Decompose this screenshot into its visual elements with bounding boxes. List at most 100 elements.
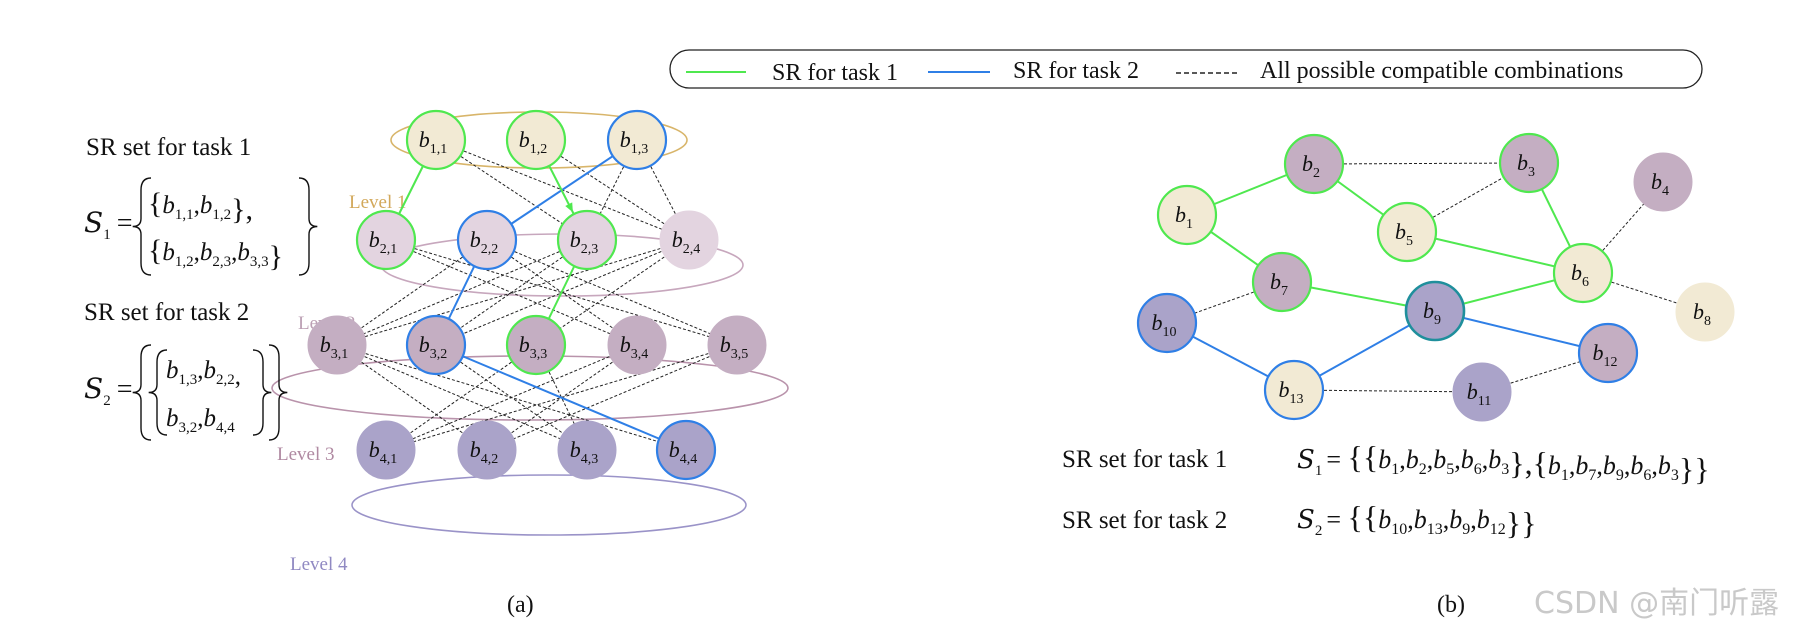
- a-s1-set-0-close: },: [231, 193, 253, 226]
- arrowhead-b12-b23: [565, 202, 573, 213]
- node-b-b1-label: b1: [1175, 202, 1193, 232]
- a-s1-set-1-close: }: [269, 240, 283, 273]
- node-b-b5-base: b: [1395, 219, 1406, 244]
- node-a-b22: b2,2: [456, 209, 518, 271]
- a-s1-set-1: {b1,2,b2,3,b3,3}: [148, 234, 283, 273]
- b-s2-set-0-elemsub-3: 12: [1490, 521, 1506, 538]
- a-s2-row-1-elemsub-0: 3,2: [179, 420, 198, 436]
- node-a-b32-base: b: [419, 332, 430, 357]
- node-a-b11-base: b: [419, 127, 430, 152]
- panel-b-sr2-title: SR set for task 2: [1062, 507, 1227, 534]
- node-a-b35-base: b: [720, 332, 731, 357]
- level-3-label: Level 3: [277, 444, 335, 465]
- legend-compat-label: All possible compatible combinations: [1260, 58, 1623, 84]
- node-b-b7-label: b7: [1270, 269, 1288, 299]
- b-s1-set-0-sep-1: ,: [1427, 445, 1434, 474]
- b-s1-set-1-elemsub-0: 1: [1561, 467, 1569, 484]
- node-a-b24-label: b2,4: [672, 227, 701, 257]
- node-a-b24: b2,4: [659, 210, 719, 270]
- b-s1-set-1-sep-0: ,: [1569, 451, 1576, 480]
- node-b-b4-sub: 4: [1662, 184, 1669, 199]
- b-s1-set-0-elem-1: b: [1406, 445, 1419, 474]
- node-a-b42-circle: [457, 420, 517, 480]
- node-b-b7-circle: [1251, 251, 1313, 313]
- node-a-b33: b3,3: [505, 314, 567, 376]
- node-a-b11-sub: 1,1: [430, 142, 448, 157]
- a-s1-set-1-elem-1: b: [200, 239, 213, 266]
- a-s1-set-0-elem-1: b: [200, 192, 213, 219]
- node-b-b4-label: b4: [1651, 169, 1669, 199]
- node-a-b24-circle: [659, 210, 719, 270]
- node-b-b3: b3: [1498, 132, 1560, 194]
- node-a-b32-sub: 3,2: [430, 347, 448, 362]
- node-a-b21-sub: 2,1: [380, 242, 398, 257]
- node-b-b2-sub: 2: [1313, 166, 1320, 181]
- panel-b-sr1-title: SR set for task 1: [1062, 446, 1227, 473]
- b-s1-set-1-sep-2: ,: [1624, 451, 1631, 480]
- panel-a-sr1-title: SR set for task 1: [86, 134, 251, 161]
- node-a-b34: b3,4: [607, 315, 667, 375]
- b-s1-set-0-elem-4: b: [1488, 445, 1501, 474]
- a-s2-row-0-trail: ,: [235, 363, 241, 390]
- node-b-b7-sub: 7: [1281, 284, 1288, 299]
- edge-compat-b31-b43: [336, 344, 588, 451]
- node-b-b12: b12: [1577, 322, 1639, 384]
- node-a-b21-base: b: [369, 227, 380, 252]
- node-a-b34-sub: 3,4: [631, 347, 649, 362]
- b-s1-set-1-close: }: [1679, 451, 1694, 487]
- a-s2-row-0-elemsub-0: 1,3: [179, 372, 198, 388]
- node-b-b10-label: b10: [1152, 310, 1177, 340]
- a-s2-outer-close-brace: [268, 344, 288, 441]
- panel-a-s2-equation: S2=b1,3,b2,2,b3,2,b4,4: [84, 344, 288, 441]
- b-s2-equals: =: [1326, 505, 1347, 534]
- a-s2-row-1-elem-1: b: [204, 405, 217, 432]
- node-a-b31-label: b3,1: [320, 332, 349, 362]
- node-a-b31-sub: 3,1: [331, 347, 349, 362]
- a-s2-symbol: S2=: [84, 372, 132, 409]
- edge-compat-b2-b3: [1313, 162, 1530, 165]
- node-a-b44-circle: [655, 419, 717, 481]
- node-b-b2-label: b2: [1302, 151, 1320, 181]
- node-b-b4: b4: [1633, 152, 1693, 212]
- b-s1-set-0-elemsub-1: 2: [1419, 461, 1427, 478]
- node-a-b31: b3,1: [307, 315, 367, 375]
- level-1-label: Level 1: [349, 192, 407, 213]
- b-s1-set-1-elem-1: b: [1575, 451, 1588, 480]
- b-s1-set-0-elemsub-2: 5: [1446, 461, 1454, 478]
- node-a-b22-label: b2,2: [470, 227, 499, 257]
- node-a-b35-circle: [707, 315, 767, 375]
- node-a-b33-label: b3,3: [519, 332, 548, 362]
- node-a-b13-label: b1,3: [620, 127, 649, 157]
- node-a-b35-sub: 3,5: [731, 347, 749, 362]
- legend-frame: [669, 49, 1703, 89]
- a-s2-row-0-sep-0: ,: [197, 357, 203, 384]
- node-b-b6-circle: [1552, 242, 1614, 304]
- node-a-b42-label: b4,2: [470, 437, 499, 467]
- a-s1-set-1-sep-1: ,: [231, 239, 237, 266]
- node-b-b4-circle: [1633, 152, 1693, 212]
- b-s2-set-0-elem-1: b: [1414, 505, 1427, 534]
- a-s1-outer-close-brace: [298, 177, 318, 276]
- a-s2-row-0-elem-0: b: [166, 357, 179, 384]
- node-b-b13-circle: [1263, 359, 1325, 421]
- a-s2-symbol-sub: 2: [103, 393, 111, 409]
- b-s1-outer-close: }: [1694, 451, 1709, 487]
- node-a-b31-base: b: [320, 332, 331, 357]
- node-a-b33-base: b: [519, 332, 530, 357]
- a-s2-row-1: b3,2,b4,4: [166, 405, 235, 436]
- node-b-b9-sub: 9: [1434, 313, 1441, 328]
- panel-a-s1-equation: S1={b1,1,b1,2},{b1,2,b2,3,b3,3}: [84, 177, 318, 276]
- node-b-b6-sub: 6: [1582, 275, 1589, 290]
- node-a-b43: b4,3: [557, 420, 617, 480]
- legend-task2-label: SR for task 2: [1013, 58, 1139, 84]
- a-s1-set-0-elemsub-0: 1,1: [175, 207, 194, 223]
- edge-compat-b22-b31: [336, 239, 488, 346]
- edge-compat-b13-b24: [636, 139, 690, 241]
- node-b-b8: b8: [1675, 282, 1735, 342]
- b-s2-set-0-elem-0: b: [1378, 505, 1391, 534]
- a-s2-row-1-elemsub-1: 4,4: [216, 420, 235, 436]
- edge-compat-b35-b42: [486, 344, 738, 451]
- node-b-b10-circle: [1136, 292, 1198, 354]
- edge-compat-b35-b41: [385, 344, 738, 451]
